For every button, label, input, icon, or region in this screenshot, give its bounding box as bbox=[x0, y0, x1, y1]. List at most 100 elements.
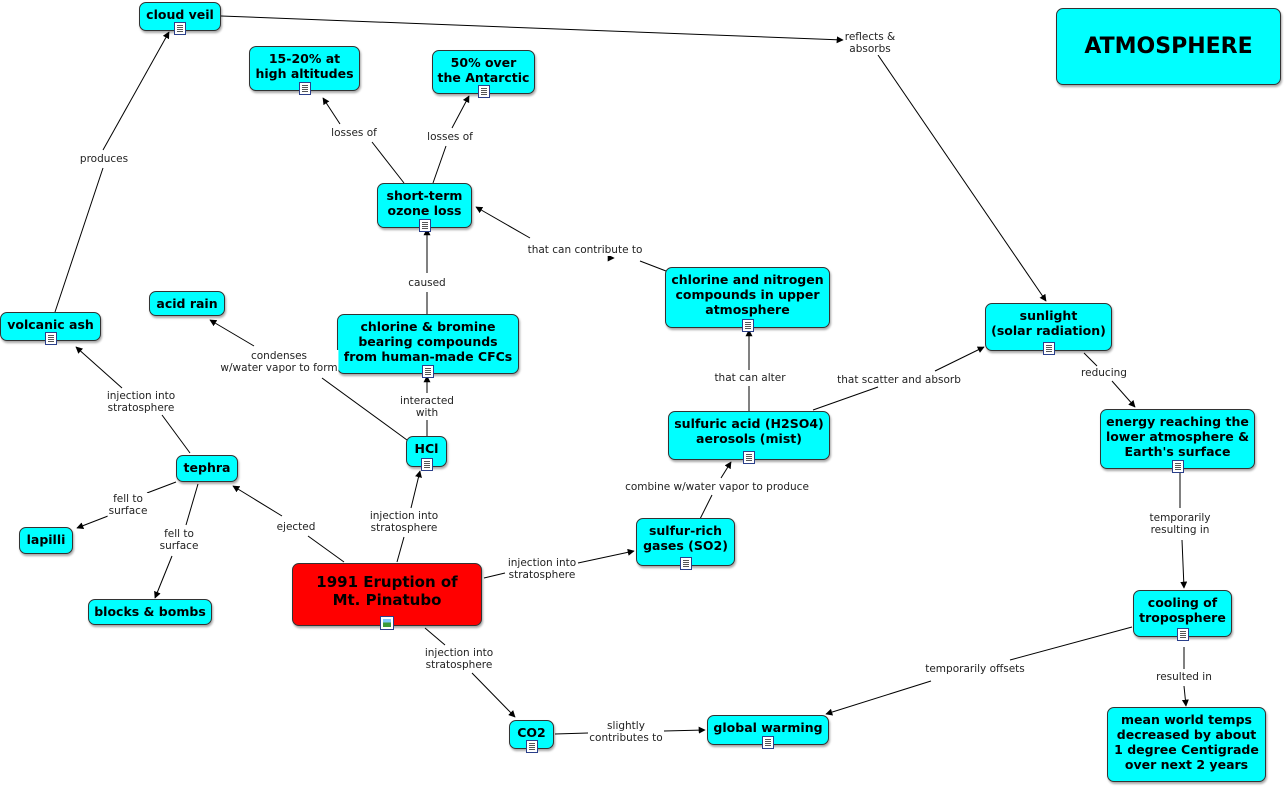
node-lapilli[interactable]: lapilli bbox=[19, 527, 73, 554]
node-global-warming-label: global warming bbox=[713, 720, 823, 735]
node-blocks-bombs[interactable]: blocks & bombs bbox=[88, 599, 212, 625]
link-label-fell-lapilli: fell to surface bbox=[107, 493, 149, 517]
edge-tephra-injection bbox=[161, 414, 191, 454]
node-acid-rain-label: acid rain bbox=[156, 296, 218, 311]
document-icon[interactable] bbox=[418, 219, 431, 232]
node-cfc-label: chlorine & bromine bearing compounds fro… bbox=[343, 319, 513, 364]
document-icon[interactable] bbox=[477, 85, 490, 98]
node-lapilli-label: lapilli bbox=[26, 532, 66, 547]
node-chlorine-nitrogen-label: chlorine and nitrogen compounds in upper… bbox=[671, 272, 824, 317]
edge-eruption-ejected bbox=[307, 535, 345, 563]
edge-co2-slightly bbox=[554, 732, 589, 735]
edge-contribute-ozone bbox=[475, 206, 531, 239]
node-antarctic-label: 50% over the Antarctic bbox=[437, 55, 530, 85]
node-eruption[interactable]: 1991 Eruption of Mt. Pinatubo bbox=[292, 563, 482, 630]
node-hcl[interactable]: HCl bbox=[406, 436, 447, 471]
node-high-altitudes-label: 15-20% at high altitudes bbox=[255, 51, 354, 81]
edge-temporarily-cooling bbox=[1180, 539, 1188, 589]
node-hcl-label: HCl bbox=[414, 441, 439, 456]
document-icon[interactable] bbox=[762, 736, 774, 749]
node-high-altitudes[interactable]: 15-20% at high altitudes bbox=[249, 46, 360, 95]
edge-losses1-altitudes bbox=[322, 97, 341, 125]
node-volcanic-ash[interactable]: volcanic ash bbox=[0, 312, 101, 345]
document-icon[interactable] bbox=[44, 332, 57, 345]
node-cooling[interactable]: cooling of troposphere bbox=[1133, 590, 1232, 641]
edge-sulfuric-scatter bbox=[812, 386, 879, 411]
edge-sunlight-reducing bbox=[1083, 352, 1098, 367]
node-cooling-label: cooling of troposphere bbox=[1139, 595, 1226, 625]
node-co2-label: CO2 bbox=[517, 725, 546, 740]
edge-slightly-warming bbox=[663, 726, 706, 734]
edge-combine-sulfuric bbox=[720, 461, 732, 479]
node-mean-temps[interactable]: mean world temps decreased by about 1 de… bbox=[1107, 707, 1266, 782]
node-blocks-bombs-label: blocks & bombs bbox=[94, 604, 206, 619]
node-mean-temps-label: mean world temps decreased by about 1 de… bbox=[1114, 712, 1259, 772]
edge-condenses-acidrain bbox=[209, 319, 255, 347]
document-icon[interactable] bbox=[525, 740, 538, 753]
edge-offsets-warming bbox=[825, 680, 932, 716]
link-label-reducing: reducing bbox=[1080, 367, 1128, 379]
edge-losses2-antarctic bbox=[451, 95, 470, 129]
document-icon[interactable] bbox=[1176, 628, 1189, 641]
edge-inj-so2 bbox=[577, 548, 635, 564]
link-label-slightly-contributes: slightly contributes to bbox=[588, 720, 664, 744]
link-label-losses-of-2: losses of bbox=[426, 131, 474, 143]
node-cfc[interactable]: chlorine & bromine bearing compounds fro… bbox=[337, 314, 519, 378]
node-cloud-veil-label: cloud veil bbox=[146, 7, 214, 22]
node-sunlight[interactable]: sunlight (solar radiation) bbox=[985, 303, 1112, 355]
link-label-reflects: reflects & absorbs bbox=[843, 31, 897, 55]
edge-produces-cloud-veil bbox=[102, 31, 170, 151]
link-label-temporarily-offsets: temporarily offsets bbox=[924, 663, 1026, 675]
link-label-scatter-absorb: that scatter and absorb bbox=[836, 374, 962, 386]
title-node: ATMOSPHERE bbox=[1056, 8, 1281, 85]
edge-inj-hcl bbox=[410, 470, 422, 509]
node-chlorine-nitrogen[interactable]: chlorine and nitrogen compounds in upper… bbox=[665, 267, 830, 332]
node-acid-rain[interactable]: acid rain bbox=[149, 291, 225, 316]
node-sulfur-gases[interactable]: sulfur-rich gases (SO2) bbox=[636, 518, 735, 570]
link-label-injection-ash: injection into stratosphere bbox=[105, 390, 177, 414]
link-label-combine: combine w/water vapor to produce bbox=[624, 481, 810, 493]
node-antarctic[interactable]: 50% over the Antarctic bbox=[432, 50, 535, 98]
link-label-injection-co2: injection into stratosphere bbox=[423, 647, 495, 671]
node-energy[interactable]: energy reaching the lower atmosphere & E… bbox=[1100, 409, 1255, 473]
node-sulfuric-acid[interactable]: sulfuric acid (H2SO4) aerosols (mist) bbox=[668, 411, 830, 464]
edge-cooling-offsets bbox=[1009, 626, 1133, 661]
node-energy-label: energy reaching the lower atmosphere & E… bbox=[1105, 414, 1250, 459]
link-label-interacted: interacted with bbox=[399, 395, 455, 419]
edge-cloud-veil-reflects bbox=[220, 15, 844, 44]
document-icon[interactable] bbox=[298, 82, 311, 95]
link-label-condenses: condenses w/water vapor to form bbox=[219, 350, 339, 374]
link-label-can-alter: that can alter bbox=[713, 372, 787, 384]
edge-fell2-blocks bbox=[154, 555, 173, 599]
document-icon[interactable] bbox=[741, 319, 754, 332]
document-icon[interactable] bbox=[743, 451, 755, 464]
edge-eruption-inj-co2 bbox=[424, 627, 446, 646]
link-label-caused: caused bbox=[407, 277, 447, 289]
edge-reducing-energy bbox=[1111, 380, 1136, 408]
node-co2[interactable]: CO2 bbox=[509, 720, 554, 753]
link-label-losses-of-1: losses of bbox=[330, 127, 378, 139]
edge-ejected-tephra bbox=[232, 485, 283, 517]
node-tephra[interactable]: tephra bbox=[176, 455, 238, 482]
edge-reflects-sunlight bbox=[877, 54, 1047, 302]
document-icon[interactable] bbox=[420, 458, 433, 471]
title-text: ATMOSPHERE bbox=[1084, 33, 1253, 59]
link-label-fell-blocks: fell to surface bbox=[158, 528, 200, 552]
node-volcanic-ash-label: volcanic ash bbox=[7, 317, 94, 332]
image-icon[interactable] bbox=[380, 616, 394, 630]
edge-inj-co2 bbox=[471, 672, 516, 718]
edge-eruption-inj-hcl bbox=[396, 536, 405, 563]
edge-ash-produces bbox=[54, 167, 104, 313]
edge-tephra-fell2 bbox=[185, 483, 199, 526]
node-global-warming[interactable]: global warming bbox=[707, 715, 829, 749]
edge-injection-ash bbox=[75, 346, 123, 389]
node-ozone-loss[interactable]: short-term ozone loss bbox=[377, 183, 472, 232]
document-icon[interactable] bbox=[422, 365, 434, 378]
document-icon[interactable] bbox=[679, 557, 692, 570]
document-icon[interactable] bbox=[174, 22, 186, 35]
document-icon[interactable] bbox=[1171, 460, 1184, 473]
node-cloud-veil[interactable]: cloud veil bbox=[139, 2, 221, 35]
node-tephra-label: tephra bbox=[183, 460, 231, 475]
document-icon[interactable] bbox=[1042, 342, 1055, 355]
